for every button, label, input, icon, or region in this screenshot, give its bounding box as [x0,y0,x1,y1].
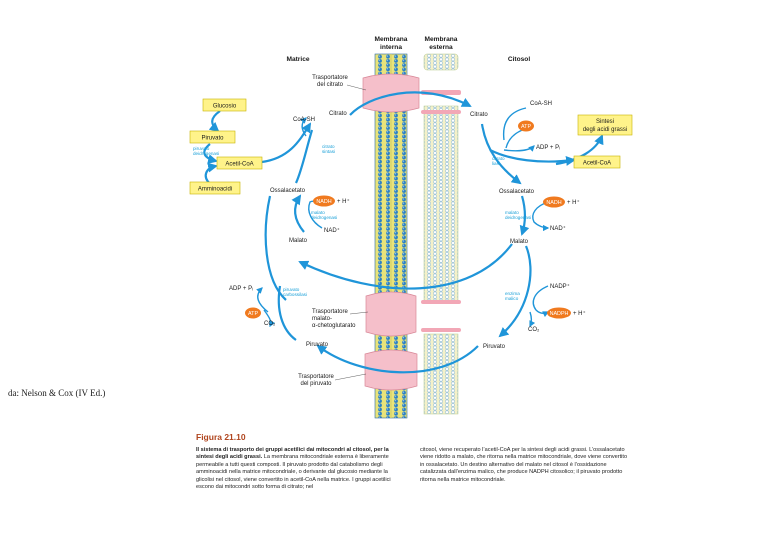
inner-membrane-header-1: Membrana [375,36,408,43]
citrate-lyase-1: citrato [492,156,505,161]
cytosol-nadp-plus: NADP⁺ [550,283,570,290]
glucose-label: Glucosio [213,104,237,110]
matrix-mdh-1: malato [311,210,325,215]
matrix-co2: CO₂ [264,321,276,327]
cytosol-nadph: NADPH [550,311,569,317]
citrate-transporter-label-2: del citrato [317,82,344,88]
cytosol-adp-pi: ADP + Pᵢ [536,145,560,151]
malate-transporter-label-2: malato- [312,316,332,322]
outer-membrane-header-1: Membrana [425,36,458,43]
pyruvate-box [189,130,236,144]
cytosol-citrate: Citrato [470,112,488,118]
cytosol-mdh-1: malato [505,210,519,215]
fatty-acid-label-1: Sintesi [596,119,614,125]
malate-transporter-label-1: Trasportatore [312,309,348,315]
acetyl-coa-box [216,156,263,170]
caption-left-column: Il sistema di trasporto dei gruppi aceti… [196,447,402,491]
citrate-synthase-2: sintasi [322,149,335,154]
cytosol-oxaloacetate: Ossalacetato [499,189,535,195]
cytosol-acetyl-coa: Acetil-CoA [583,161,611,167]
source-note: da: Nelson & Cox (IV Ed.) [8,388,106,398]
malate-transporter-label-3: α-chetoglutarato [312,323,356,329]
matrix-nad-plus: NAD⁺ [324,227,340,234]
fatty-acid-box [577,114,633,136]
cytosol-pyruvate: Piruvato [483,344,506,350]
cytosol-nodes: Citrato CoA-SH ATP Sintesi degli acidi g… [470,101,633,350]
amino-acids-box [189,181,241,195]
matrix-adp-pi: ADP + Pᵢ [229,286,253,292]
citrate-transporter-label-1: Trasportatore [312,75,348,81]
pyruvate-transporter-label-2: del piruvato [300,381,332,387]
glucose-box [202,98,247,112]
cytosol-h-plus: + H⁺ [567,199,580,206]
malic-enzyme-1: enzima [505,291,520,296]
fatty-acid-label-2: degli acidi grassi [583,127,627,133]
cytosol-nadh: NADH [546,200,561,206]
cytosol-header: Citosol [508,56,531,63]
pdh-label-1: piruvato [193,146,210,151]
cytosol-malate: Malato [510,239,529,245]
malate-transporter [365,291,417,337]
matrix-nodes: Glucosio Piruvato piruvato deidrogenasi … [189,98,350,348]
matrix-atp-oval [245,307,261,319]
pyruvate-box-label: Piruvato [201,136,224,142]
matrix-malate: Malato [289,238,308,244]
matrix-nadh: NADH [316,199,331,205]
cytosol-mdh-2: deidrogenasi [505,215,531,220]
malic-enzyme-2: malico [505,296,519,301]
pathway-arrows [203,91,604,374]
outer-membrane-header-2: esterna [429,44,453,51]
cytosol-nadh-oval [543,196,565,208]
cytosol-h-plus-2: + H⁺ [573,310,586,317]
citrate-lyase-2: liasi [492,161,500,166]
matrix-pyruvate: Piruvato [306,342,329,348]
outer-membrane [421,53,461,415]
pdh-label-2: deidrogenasi [193,151,219,156]
pyr-carboxylase-2: carbossilasi [283,292,307,297]
matrix-h-plus: + H⁺ [337,198,350,205]
matrix-citrate: Citrato [329,111,347,117]
matrix-atp: ATP [248,311,258,317]
matrix-oxaloacetate: Ossalacetato [270,188,306,194]
caption-bold-lead: Il sistema di trasporto dei gruppi aceti… [196,447,389,461]
pyruvate-transporter [364,349,418,391]
cytosol-atp-oval [518,120,534,132]
amino-acids-label: Amminoacidi [198,187,232,193]
matrix-mdh-2: deidrogenasi [311,215,337,220]
cytosol-nad-plus: NAD⁺ [550,225,566,232]
cytosol-atp: ATP [521,124,531,130]
caption-title: Figura 21.10 [196,432,246,442]
caption-left-text: La membrana mitocondriale esterna è libe… [196,454,391,491]
cytosol-acetyl-coa-box [573,155,621,169]
pyruvate-transporter-label-1: Trasportatore [298,374,334,380]
matrix-header: Matrice [286,56,309,63]
acetyl-coa-label: Acetil-CoA [225,162,253,168]
cytosol-coa-sh: CoA-SH [530,101,552,107]
caption-right-column: citosol, viene recuperato l’acetil-CoA p… [420,447,628,483]
inner-membrane-header-2: interna [380,44,402,51]
cytosol-nadph-oval [547,307,571,319]
cytosol-co2: CO₂ [528,327,540,333]
citrate-transporter [362,73,420,113]
matrix-coa-sh: CoA-SH [293,117,315,123]
pyr-carboxylase-1: piruvato [283,287,300,292]
citrate-synthase-1: citrato [322,144,335,149]
matrix-nadh-oval [313,195,335,207]
